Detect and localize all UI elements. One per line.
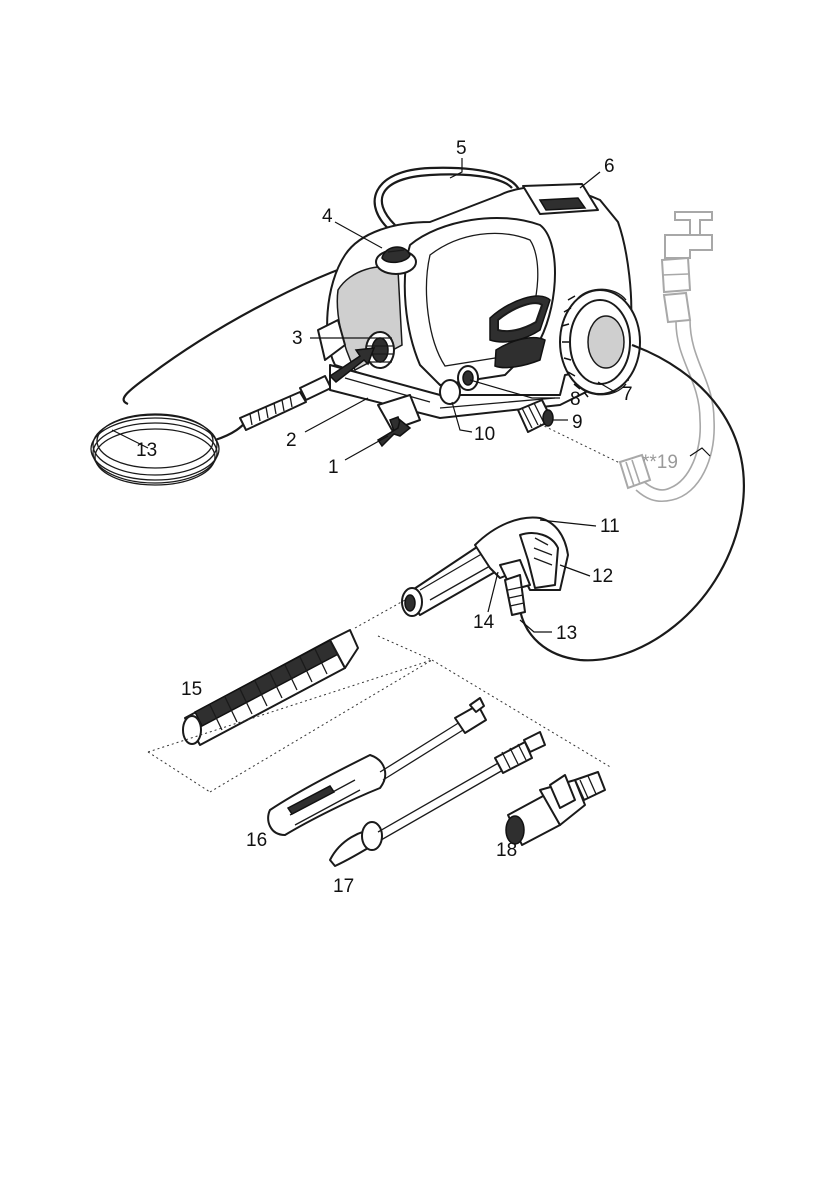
- hose-coil: [91, 414, 250, 485]
- callout-4: 4: [322, 206, 333, 227]
- inlet-adapter: [518, 400, 630, 468]
- callout-1: 1: [328, 457, 339, 478]
- callout-14: 14: [473, 612, 495, 633]
- callout-19: **19: [642, 452, 678, 473]
- spray-lance: [183, 630, 358, 745]
- multi-nozzle: [506, 772, 605, 845]
- callout-17: 17: [333, 876, 354, 897]
- callout-9: 9: [572, 412, 583, 433]
- callout-2: 2: [286, 430, 297, 451]
- callout-16: 16: [246, 830, 267, 851]
- callout-7: 7: [622, 384, 633, 405]
- callout-8: 8: [570, 389, 581, 410]
- callout-11: 11: [600, 516, 620, 537]
- vario-lance: [268, 698, 486, 835]
- hose-coil-connector: [240, 376, 331, 430]
- callout-15: 15: [181, 679, 202, 700]
- callout-13-coil: 13: [136, 440, 157, 461]
- spray-gun: [402, 517, 568, 616]
- callout-3: 3: [292, 328, 303, 349]
- callout-10: 10: [474, 424, 495, 445]
- callout-5: 5: [456, 138, 467, 159]
- callout-6: 6: [604, 156, 615, 177]
- callout-12: 12: [592, 566, 613, 587]
- callout-18: 18: [496, 840, 517, 861]
- callout-13-gun: 13: [556, 623, 577, 644]
